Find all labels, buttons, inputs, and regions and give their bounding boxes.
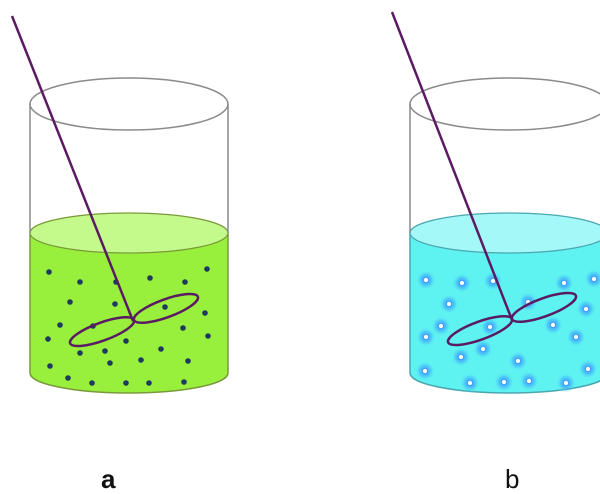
glowing-particle (543, 315, 563, 335)
particle-dot (102, 348, 108, 354)
glowing-particle (451, 347, 471, 367)
particle-dot (162, 304, 168, 310)
particle-dot (89, 380, 95, 386)
beaker-rim-b (409, 77, 600, 131)
glowing-particle (439, 294, 459, 314)
glowing-particle (554, 273, 574, 293)
particle-dot (123, 380, 129, 386)
glowing-particle (416, 327, 436, 347)
glowing-particle (415, 361, 435, 381)
particle-dot (180, 325, 186, 331)
particle-dot (77, 279, 83, 285)
glowing-particle (519, 371, 539, 391)
particle-dot (112, 301, 118, 307)
panel-label-b: b (505, 464, 520, 494)
glowing-particle (566, 327, 586, 347)
panel-label-a: a (101, 464, 116, 494)
particle-dot (202, 310, 208, 316)
particle-dot (147, 275, 153, 281)
particle-dot (45, 336, 51, 342)
glowing-particle (416, 270, 436, 290)
glowing-particle (556, 373, 576, 393)
glowing-particle (431, 316, 451, 336)
particle-dot (146, 380, 152, 386)
stirrer-rod-b (390, 11, 514, 321)
particle-dot (181, 379, 187, 385)
particle-dot (107, 360, 113, 366)
particle-dot (65, 375, 71, 381)
glowing-particle (584, 269, 600, 289)
glowing-particle (452, 273, 472, 293)
liquid-b (409, 232, 600, 394)
particle-dot (185, 358, 191, 364)
beaker-a (10, 15, 229, 394)
glowing-particle (460, 373, 480, 393)
liquid-surface-a (29, 212, 229, 254)
particle-dot (158, 346, 164, 352)
particle-dot (77, 350, 83, 356)
glowing-particle (473, 339, 493, 359)
particles-a (45, 266, 211, 386)
glowing-particle (576, 299, 596, 319)
stirrer-paddle-a (68, 292, 200, 348)
glowing-particle (494, 372, 514, 392)
particle-dot (123, 338, 129, 344)
particle-dot (67, 299, 73, 305)
glowing-particle (480, 317, 500, 337)
glowing-particle (578, 359, 598, 379)
liquid-surface-b (409, 212, 600, 254)
particle-dot (46, 269, 52, 275)
stirrer-paddle-b (446, 291, 578, 347)
particles-b (415, 269, 600, 393)
particle-dot (57, 322, 63, 328)
particle-dot (138, 357, 144, 363)
beaker-rim-a (29, 77, 229, 131)
particle-dot (205, 333, 211, 339)
particle-dot (47, 363, 53, 369)
stirrer-rod-a (10, 15, 135, 322)
particle-dot (182, 279, 188, 285)
glowing-particle (508, 351, 528, 371)
particle-dot (204, 266, 210, 272)
beaker-b (390, 11, 600, 394)
